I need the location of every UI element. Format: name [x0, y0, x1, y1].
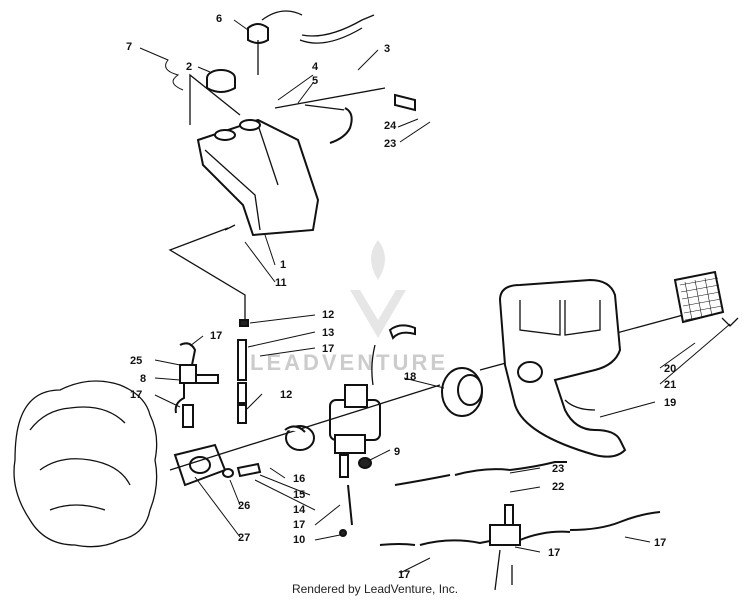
callout-22: 17 [548, 547, 560, 559]
callout-18: 18 [404, 371, 416, 383]
fuel-tank [196, 118, 320, 237]
callout-28: 27 [238, 532, 250, 544]
callout-23b: 22 [552, 481, 564, 493]
carburetor [285, 324, 416, 454]
callout-17d: 17 [293, 519, 305, 531]
callout-labels: 6 7 2 3 4 5 24 23 1 11 12 13 17 17 25 8 … [126, 13, 676, 581]
callout-5: 5 [312, 75, 318, 87]
intake-flange [173, 443, 262, 487]
leader-lines [139, 19, 731, 574]
air-silencer [498, 278, 627, 458]
callout-12b: 12 [280, 389, 292, 401]
callout-8: 8 [140, 373, 146, 385]
callout-16: 16 [293, 473, 305, 485]
callout-25: 23 [552, 463, 564, 475]
air-screen [673, 270, 739, 327]
callout-17f: 17 [398, 569, 410, 581]
callout-17c: 17 [130, 389, 142, 401]
fuel-cap [206, 69, 236, 93]
callout-10: 10 [293, 534, 305, 546]
fuel-pump-valve [174, 342, 219, 428]
watermark-logo [350, 240, 406, 338]
watermark-text: LEADVENTURE [250, 350, 448, 375]
callout-1: 1 [280, 259, 286, 271]
callout-13: 13 [322, 327, 334, 339]
callout-6: 6 [216, 13, 222, 25]
callout-17a: 17 [210, 330, 222, 342]
fuel-pump-lines [379, 461, 661, 591]
callout-27: 26 [238, 500, 250, 512]
engine-outline [13, 380, 158, 548]
callout-17e: 17 [654, 537, 666, 549]
callout-9: 9 [394, 446, 400, 458]
footer-credit: Rendered by LeadVenture, Inc. [291, 582, 459, 596]
callout-24: 24 [384, 120, 397, 132]
callout-7: 7 [126, 41, 132, 53]
callout-23a: 23 [384, 138, 396, 150]
callout-21: 21 [664, 379, 676, 391]
callout-26: 25 [130, 355, 142, 367]
silencer-boot [441, 367, 483, 417]
callout-14: 14 [293, 504, 306, 516]
callout-2: 2 [186, 61, 192, 73]
callout-17b: 17 [322, 343, 334, 355]
fuel-gauge-hose [247, 10, 375, 75]
callout-20: 20 [664, 363, 676, 375]
callout-11: 11 [275, 277, 287, 289]
callout-3: 3 [384, 43, 390, 55]
callout-19: 19 [664, 397, 676, 409]
callout-12a: 12 [322, 309, 334, 321]
callout-4: 4 [312, 61, 319, 73]
callout-15: 15 [293, 489, 305, 501]
